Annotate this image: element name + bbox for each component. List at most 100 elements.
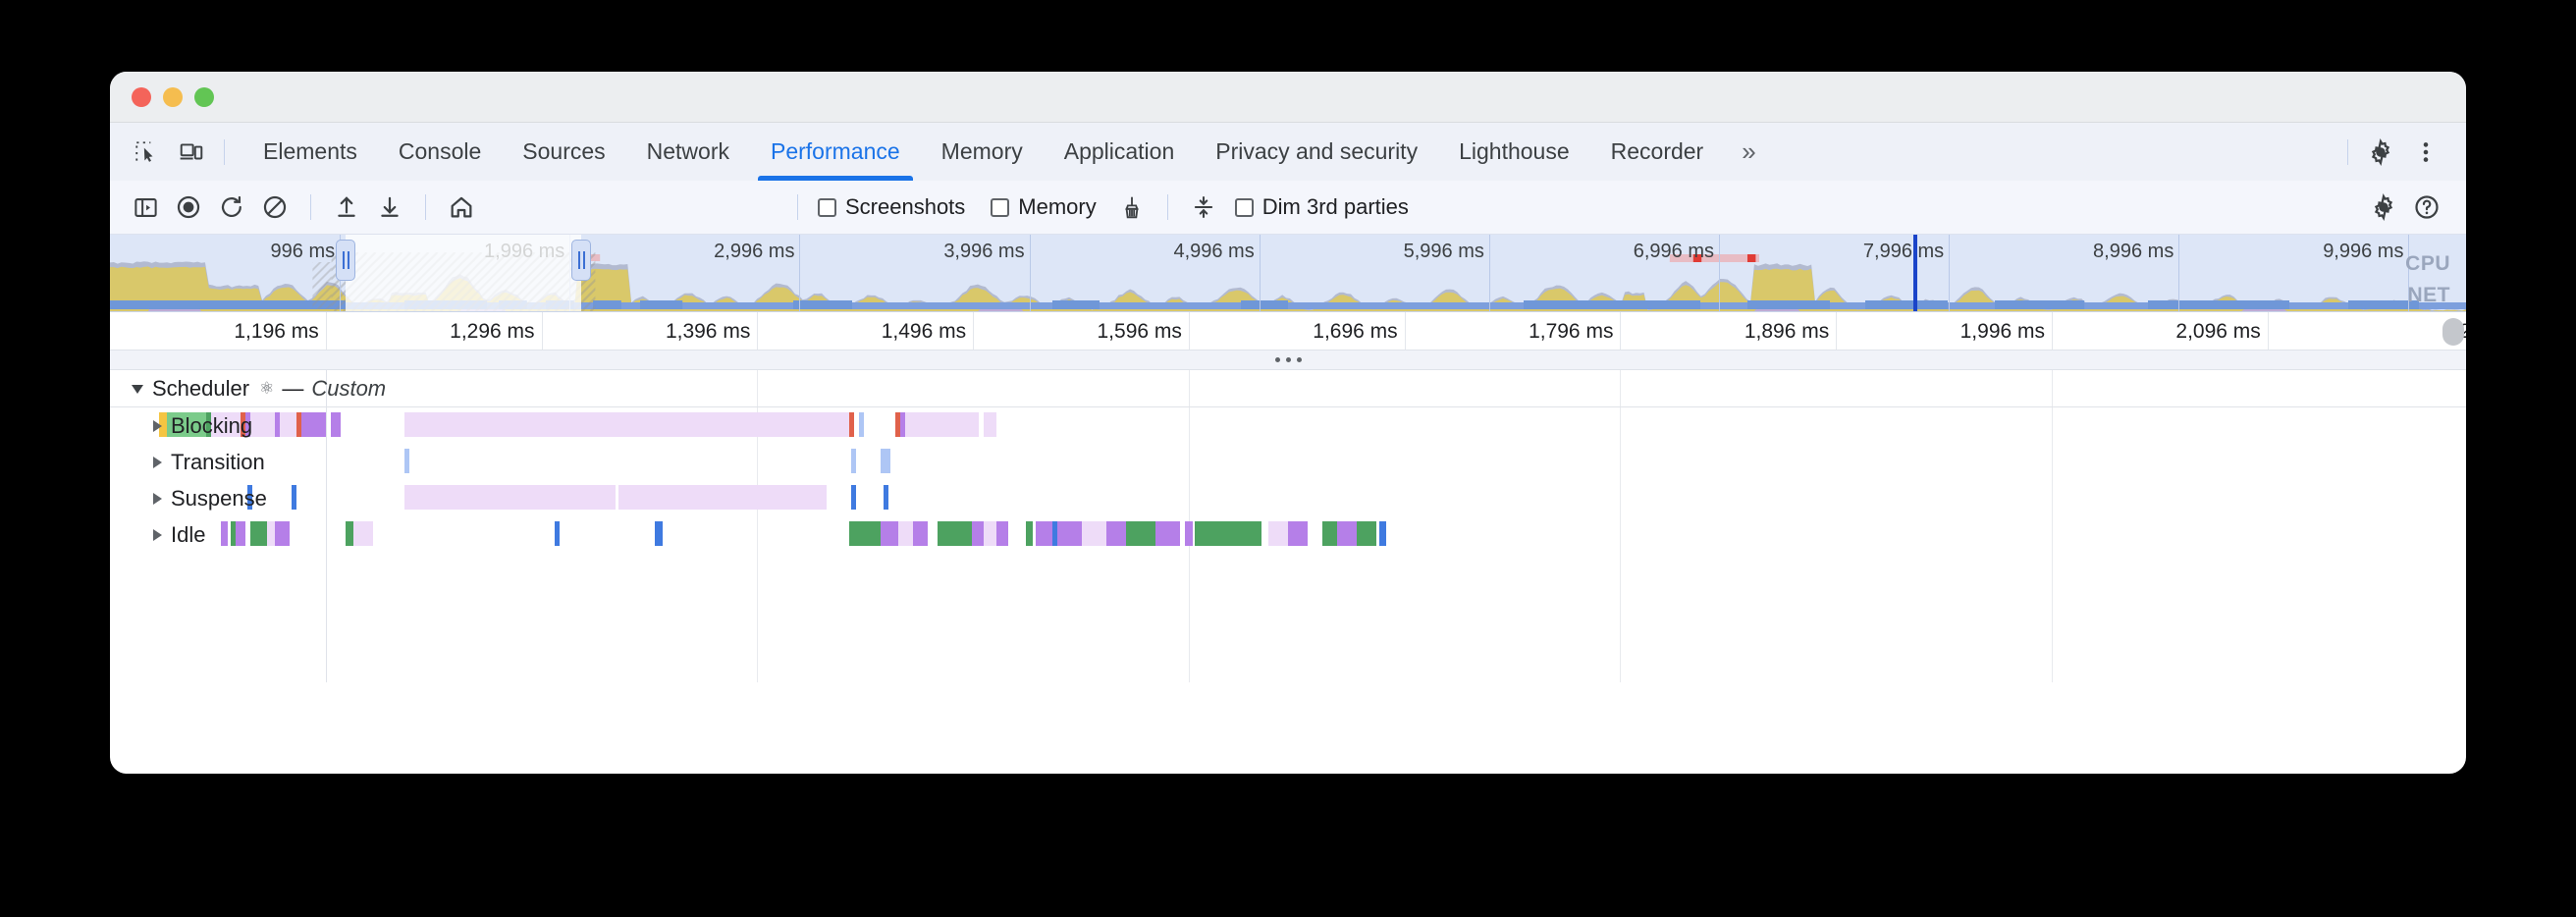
collapse-vertical-icon[interactable] (1182, 188, 1225, 227)
flame-bar[interactable] (404, 449, 409, 473)
window-zoom-button[interactable] (194, 86, 214, 107)
flame-bar[interactable] (848, 412, 854, 437)
flame-bar[interactable] (971, 521, 984, 546)
flame-bar[interactable] (984, 412, 996, 437)
tab-elements[interactable]: Elements (263, 138, 357, 164)
flame-bar[interactable] (346, 521, 353, 546)
download-arrow-icon[interactable] (368, 188, 411, 227)
flame-bar[interactable] (1035, 521, 1052, 546)
chevron-right-icon[interactable] (153, 528, 162, 541)
flame-bar[interactable] (655, 521, 663, 546)
memory-checkbox[interactable]: Memory (991, 194, 1097, 220)
flame-bar[interactable] (296, 412, 301, 437)
flame-bar[interactable] (267, 521, 275, 546)
flame-bar[interactable] (1025, 521, 1033, 546)
flame-bar[interactable] (617, 485, 827, 510)
flame-bar[interactable] (1337, 521, 1357, 546)
flame-bar[interactable] (404, 485, 616, 510)
overview-selection-handle-right[interactable] (571, 240, 591, 281)
flame-bar[interactable] (895, 412, 900, 437)
flame-bar[interactable] (249, 521, 267, 546)
tab-network[interactable]: Network (646, 138, 729, 164)
tab-recorder[interactable]: Recorder (1610, 138, 1704, 164)
flame-bar[interactable] (1155, 521, 1180, 546)
flame-chart-tracks[interactable]: Scheduler ⚛ — Custom Blocking Transition (110, 370, 2466, 682)
flame-bar[interactable] (240, 412, 245, 437)
kebab-menu-icon[interactable] (2403, 130, 2448, 175)
panel-resize-handle[interactable] (110, 351, 2466, 370)
gear-icon[interactable] (2358, 130, 2403, 175)
overview-selection-handle-left[interactable] (336, 240, 355, 281)
inspect-element-icon[interactable] (124, 130, 169, 175)
flame-bar[interactable] (404, 412, 849, 437)
flame-bar[interactable] (881, 449, 890, 473)
flame-bar[interactable] (1322, 521, 1337, 546)
flame-bar[interactable] (235, 521, 245, 546)
flame-bar[interactable] (1082, 521, 1106, 546)
flame-bar[interactable] (937, 521, 972, 546)
flame-bar[interactable] (554, 521, 560, 546)
flame-bar[interactable] (247, 485, 252, 510)
track-row-suspense[interactable]: Suspense (110, 480, 2466, 516)
flame-bar[interactable] (1106, 521, 1126, 546)
flame-bar[interactable] (279, 412, 296, 437)
tab-memory[interactable]: Memory (940, 138, 1023, 164)
flame-bar[interactable] (1378, 521, 1386, 546)
help-question-icon[interactable] (2405, 188, 2448, 227)
flame-bar[interactable] (848, 521, 881, 546)
flame-bar[interactable] (1195, 521, 1261, 546)
flame-bar[interactable] (897, 521, 913, 546)
flame-bar[interactable] (220, 521, 228, 546)
chevron-right-icon[interactable] (153, 492, 162, 505)
flame-bar[interactable] (1185, 521, 1193, 546)
flame-bar[interactable] (249, 412, 275, 437)
chevron-right-icon[interactable] (153, 456, 162, 468)
flame-bar[interactable] (210, 412, 241, 437)
flame-bar[interactable] (274, 412, 280, 437)
flame-bar[interactable] (331, 412, 341, 437)
flame-bar[interactable] (881, 521, 898, 546)
tab-performance[interactable]: Performance (750, 123, 921, 181)
reload-icon[interactable] (210, 188, 253, 227)
flame-bar[interactable] (1288, 521, 1308, 546)
tab-lighthouse[interactable]: Lighthouse (1459, 138, 1570, 164)
flame-bar[interactable] (858, 412, 864, 437)
flame-bar[interactable] (900, 412, 905, 437)
flame-bar[interactable] (1357, 521, 1376, 546)
flame-bar[interactable] (1052, 521, 1057, 546)
garbage-collect-broom-icon[interactable] (1110, 188, 1154, 227)
flame-bar[interactable] (995, 521, 1008, 546)
chevron-down-icon[interactable] (132, 384, 143, 394)
device-toolbar-icon[interactable] (169, 130, 214, 175)
tab-privacy-and-security[interactable]: Privacy and security (1215, 138, 1419, 164)
track-row-transition[interactable]: Transition (110, 444, 2466, 480)
flame-bar[interactable] (851, 449, 856, 473)
flame-bar[interactable] (352, 521, 373, 546)
flame-bar[interactable] (851, 485, 856, 510)
home-icon[interactable] (440, 188, 483, 227)
dim-3rd-parties-checkbox[interactable]: Dim 3rd parties (1234, 194, 1409, 220)
flame-bar[interactable] (984, 521, 996, 546)
flame-bar[interactable] (1057, 521, 1082, 546)
clear-slash-icon[interactable] (253, 188, 296, 227)
flame-bar[interactable] (244, 412, 250, 437)
tab-application[interactable]: Application (1063, 138, 1175, 164)
flame-bar[interactable] (292, 485, 296, 510)
tab-console[interactable]: Console (398, 138, 482, 164)
more-tabs-icon[interactable]: » (1742, 136, 1756, 166)
flame-bar[interactable] (905, 412, 979, 437)
record-circle-icon[interactable] (167, 188, 210, 227)
flame-bar[interactable] (205, 412, 211, 437)
flame-bar[interactable] (274, 521, 290, 546)
track-row-idle[interactable]: Idle (110, 516, 2466, 553)
screenshots-checkbox[interactable]: Screenshots (818, 194, 965, 220)
flame-bar[interactable] (1268, 521, 1288, 546)
gear-icon[interactable] (2362, 188, 2405, 227)
tab-sources[interactable]: Sources (522, 138, 606, 164)
chevron-right-icon[interactable] (153, 419, 162, 432)
flame-bar[interactable] (230, 521, 236, 546)
track-row-blocking[interactable]: Blocking (110, 407, 2466, 444)
upload-arrow-icon[interactable] (325, 188, 368, 227)
